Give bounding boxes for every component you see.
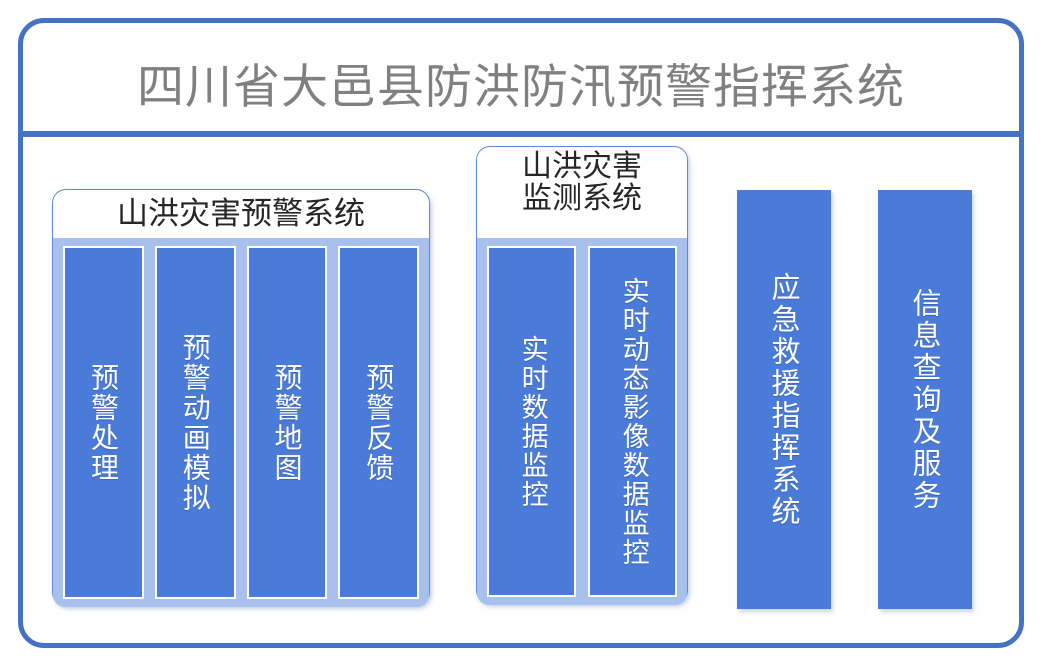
- module-warning-feedback-label: 预警反馈: [362, 362, 396, 483]
- page-title: 四川省大邑县防洪防汛预警指挥系统: [137, 59, 905, 115]
- module-warning-animation-simulation[interactable]: 预警动画模拟: [154, 246, 236, 599]
- panel-monitor-system-body: 实时数据监控 实时动态影像数据监控: [477, 238, 687, 605]
- column-emergency-rescue[interactable]: 应急救援指挥系统: [737, 190, 831, 609]
- module-realtime-data-monitor[interactable]: 实时数据监控: [487, 246, 576, 597]
- module-realtime-data-monitor-label: 实时数据监控: [516, 334, 548, 509]
- module-warning-animation-simulation-label: 预警动画模拟: [178, 332, 212, 513]
- module-warning-processing-label: 预警处理: [87, 362, 121, 483]
- panel-monitor-system-title: 山洪灾害监测系统: [522, 149, 642, 216]
- module-realtime-dynamic-image-data-monitor[interactable]: 实时动态影像数据监控: [588, 246, 677, 597]
- title-divider: [22, 131, 1022, 137]
- panel-monitor-system[interactable]: 实时数据监控 实时动态影像数据监控 山洪灾害监测系统: [476, 146, 688, 605]
- column-info-service-label: 信息查询及服务: [908, 287, 942, 512]
- module-warning-map-label: 预警地图: [270, 362, 304, 483]
- panel-warning-system[interactable]: 预警处理 预警动画模拟 预警地图 预警反馈 山洪灾害预警系统: [52, 189, 430, 607]
- panel-warning-system-body: 预警处理 预警动画模拟 预警地图 预警反馈: [53, 238, 429, 607]
- column-info-service[interactable]: 信息查询及服务: [878, 190, 972, 609]
- column-emergency-rescue-label: 应急救援指挥系统: [767, 271, 801, 528]
- module-warning-processing[interactable]: 预警处理: [63, 246, 144, 599]
- module-warning-feedback[interactable]: 预警反馈: [338, 246, 419, 599]
- module-warning-map[interactable]: 预警地图: [246, 246, 328, 599]
- module-realtime-dynamic-image-data-monitor-label: 实时动态影像数据监控: [617, 276, 649, 567]
